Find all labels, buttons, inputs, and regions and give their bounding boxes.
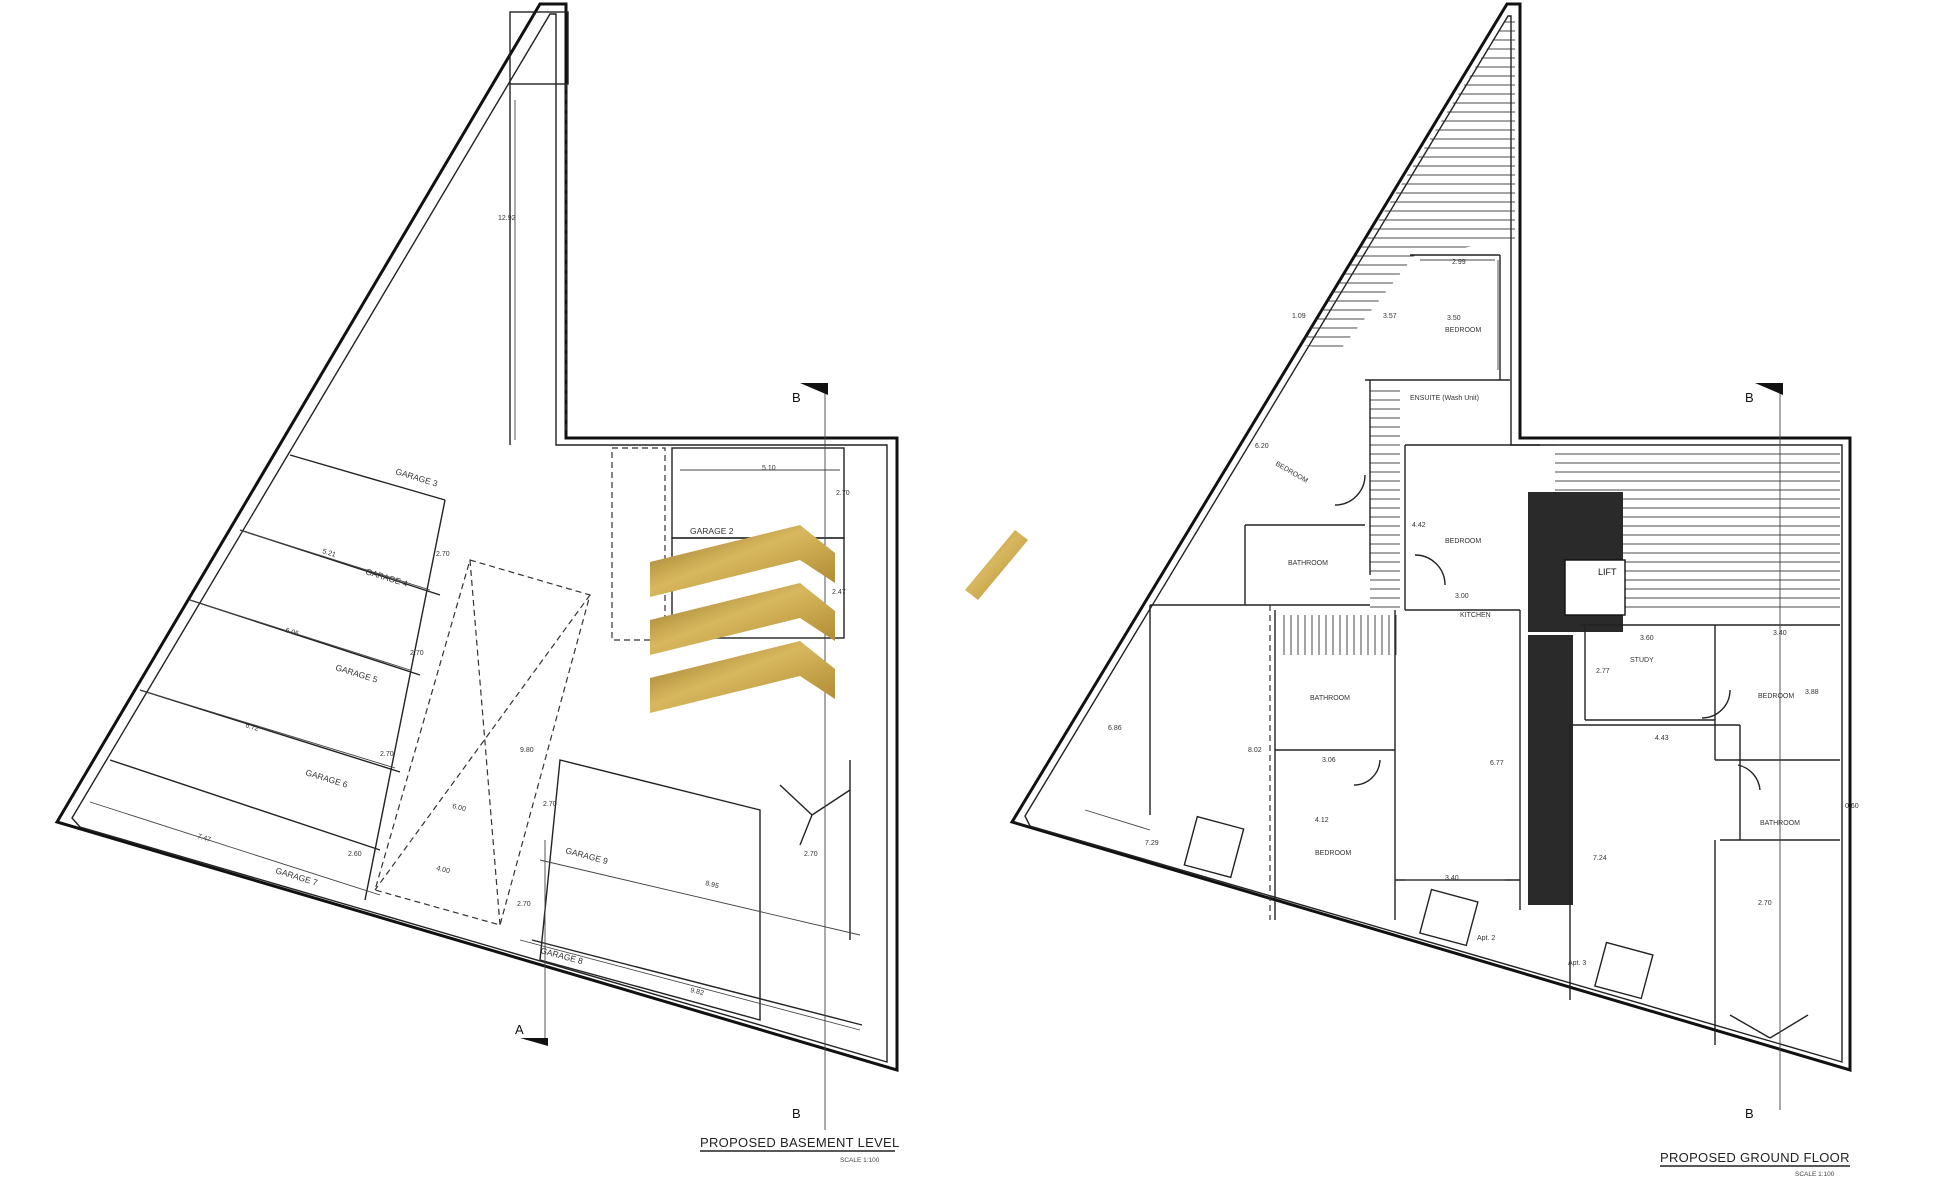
dimension-label: 1.09 <box>1292 313 1306 320</box>
garage-label: GARAGE 9 <box>564 845 609 866</box>
room-label: BEDROOM <box>1445 538 1481 545</box>
dimension-label: 6.77 <box>1490 760 1504 767</box>
dimension-label: 4.00 <box>436 865 451 875</box>
garage-label: GARAGE 4 <box>364 566 409 588</box>
dimension-label: 3.60 <box>1640 635 1654 642</box>
dimension-label: 9.82 <box>690 987 705 997</box>
section-mark-b-bottom: B <box>792 1106 801 1121</box>
dimension-label: 2.70 <box>380 751 394 758</box>
basement-title: PROPOSED BASEMENT LEVEL <box>700 1135 900 1150</box>
dimension-label: 2.99 <box>1452 259 1466 266</box>
dimension-label: 6.72 <box>244 722 259 733</box>
dimension-label: 3.40 <box>1773 630 1787 637</box>
dimension-label: 4.42 <box>1412 522 1426 529</box>
lift-label: LIFT <box>1598 567 1617 577</box>
room-label: STUDY <box>1630 657 1654 664</box>
garage-label: GARAGE 5 <box>334 662 379 684</box>
garage-label: GARAGE 2 <box>690 526 734 536</box>
dimension-label: 2.70 <box>836 490 850 497</box>
ground-floor-scale: SCALE 1:100 <box>1795 1171 1835 1178</box>
dimension-label: 4.12 <box>1315 817 1329 824</box>
room-label: BATHROOM <box>1288 560 1328 567</box>
apartment-label: Apt. 2 <box>1477 935 1495 942</box>
garage-label: GARAGE 3 <box>394 466 439 488</box>
room-label: ENSUITE (Wash Unit) <box>1410 395 1479 402</box>
dimension-label: 6.05 <box>284 627 299 638</box>
dimension-label: 2.77 <box>1596 668 1610 675</box>
dimension-label: 3.00 <box>1455 593 1469 600</box>
dimension-label: 7.47 <box>196 833 211 844</box>
dimension-label: 2.47 <box>832 589 846 596</box>
door-swing-icon <box>779 784 851 846</box>
dimension-label: 3.57 <box>1383 313 1397 320</box>
ground-floor-plan: LIFT <box>1009 2 1859 1178</box>
dimension-label: 3.50 <box>1447 315 1461 322</box>
dimension-label: 2.70 <box>804 851 818 858</box>
dimension-label: 2.70 <box>1758 900 1772 907</box>
dimension-label: 2.70 <box>436 551 450 558</box>
dimension-label: 8.95 <box>705 880 720 890</box>
dimension-label: 5.10 <box>762 465 776 472</box>
basement-scale: SCALE 1:100 <box>840 1157 880 1164</box>
dimension-label: 3.06 <box>1322 757 1336 764</box>
gold-chevron-logo-icon <box>650 525 1028 713</box>
dimension-label: 12.92 <box>498 215 516 222</box>
dimension-label: 6.86 <box>1108 725 1122 732</box>
room-label: KITCHEN <box>1460 612 1491 619</box>
dimension-label: 2.70 <box>543 801 557 808</box>
dimension-label: 4.43 <box>1655 735 1669 742</box>
dimension-label: 9.80 <box>520 747 534 754</box>
dimension-label: 8.02 <box>1248 747 1262 754</box>
section-mark-b: B <box>1745 1106 1754 1121</box>
section-mark-b: B <box>1745 390 1754 405</box>
garage-label: GARAGE 6 <box>304 767 349 789</box>
dimension-label: 2.60 <box>348 851 362 858</box>
dimension-label: 2.70 <box>517 901 531 908</box>
room-label: BEDROOM <box>1758 693 1794 700</box>
room-label: BATHROOM <box>1310 695 1350 702</box>
dimension-label: 0.60 <box>1845 803 1859 810</box>
ground-floor-title: PROPOSED GROUND FLOOR <box>1660 1150 1850 1165</box>
room-label: BATHROOM <box>1760 820 1800 827</box>
dimension-label: 6.20 <box>1255 443 1269 450</box>
section-mark-b-top: B <box>792 390 801 405</box>
dimension-label: 7.24 <box>1593 855 1607 862</box>
dimension-label: 3.88 <box>1805 689 1819 696</box>
dimension-label: 7.29 <box>1145 840 1159 847</box>
room-label: BEDROOM <box>1445 327 1481 334</box>
room-label: BEDROOM <box>1315 850 1351 857</box>
apartment-label: Apt. 3 <box>1568 960 1586 967</box>
dimension-label: 2.70 <box>410 650 424 657</box>
section-mark-a: A <box>515 1022 524 1037</box>
dimension-label: 3.40 <box>1445 875 1459 882</box>
dimension-label: 5.21 <box>321 548 336 559</box>
basement-plan: B A B GARAGE 2 GARAGE 3 GARAGE 4 GARAGE … <box>54 2 900 1164</box>
door-swing-icon <box>1729 1014 1809 1039</box>
dimension-label: 6.00 <box>452 803 467 813</box>
room-label: BEDROOM <box>1274 461 1309 485</box>
